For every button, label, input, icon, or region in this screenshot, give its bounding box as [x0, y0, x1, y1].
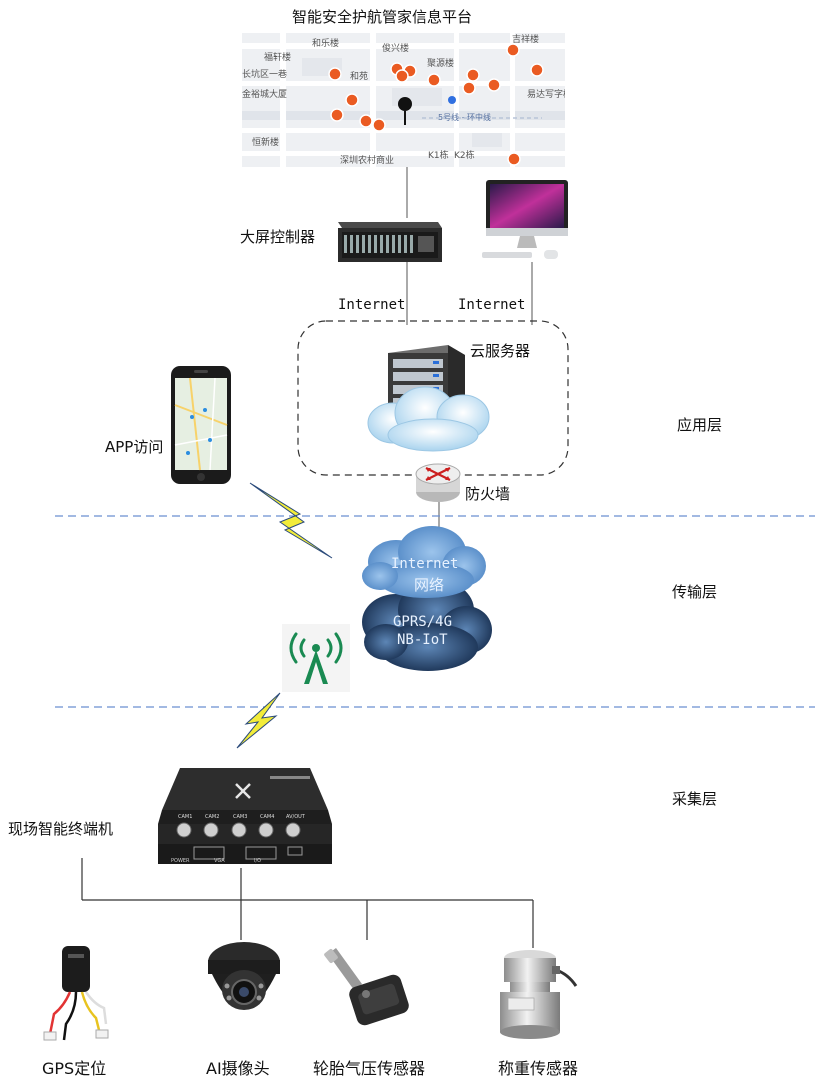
gps-tracker-icon [43, 946, 109, 1041]
terminal-port-label: CAM3 [233, 814, 248, 820]
terminal-port-label: CAM4 [260, 814, 275, 820]
map-label: 5号线 - 环中线 [438, 113, 492, 122]
cloud-server-icon [367, 345, 490, 452]
map-label: 易达写字楼 [527, 90, 565, 100]
terminal-bottom-label: POWER [171, 858, 190, 864]
cloud-server-label: 云服务器 [470, 342, 531, 360]
map-markers [328, 43, 544, 166]
map-label: 福轩楼 [264, 53, 292, 63]
map-panel: 和乐楼 俊兴楼 吉祥楼 福轩楼 聚源楼 长坑区一巷 和苑 金裕城大厦 易达写字楼… [242, 33, 565, 167]
gprs-line2: NB-IoT [397, 632, 448, 648]
tire-pressure-sensor-icon [324, 948, 409, 1026]
map-label: K2栋 [454, 151, 475, 161]
firewall-label: 防火墙 [465, 485, 511, 503]
layer-transport-label: 传输层 [672, 583, 718, 601]
internet-label-left: Internet [338, 297, 406, 313]
map-label: 深圳农村商业 [340, 156, 395, 166]
sensor-label-tire-pressure: 轮胎气压传感器 [313, 1059, 426, 1078]
map-label: 长坑区一巷 [242, 70, 288, 80]
app-access-label: APP访问 [105, 438, 164, 456]
terminal-device-icon [158, 768, 332, 864]
map-label: 和苑 [350, 72, 369, 82]
sensor-label-weight: 称重传感器 [498, 1059, 579, 1078]
map-label: 聚源楼 [427, 59, 455, 69]
internet-label-right: Internet [458, 297, 526, 313]
monitor-icon [482, 180, 568, 259]
sensor-label-gps: GPS定位 [42, 1059, 107, 1078]
screen-controller-icon [338, 222, 442, 262]
smartphone-icon [171, 366, 231, 484]
firewall-icon [415, 463, 461, 502]
sensor-label-ai-camera: AI摄像头 [206, 1059, 270, 1078]
platform-title: 智能安全护航管家信息平台 [292, 8, 473, 26]
ai-camera-icon [208, 942, 280, 1010]
internet-network-line1: Internet [391, 556, 459, 572]
terminal-port-label: CAM1 [178, 814, 193, 820]
map-label: K1栋 [428, 151, 449, 161]
map-label: 俊兴楼 [382, 44, 410, 54]
map-label: 和乐楼 [312, 39, 340, 49]
internet-network-line2: 网络 [414, 576, 445, 594]
weight-sensor-icon [500, 950, 578, 1039]
gprs-line1: GPRS/4G [393, 614, 453, 630]
map-label: 恒新楼 [252, 138, 280, 148]
terminal-label: 现场智能终端机 [8, 820, 114, 838]
terminal-port-label: AV/OUT [286, 814, 305, 820]
terminal-bottom-label: VGA [214, 858, 225, 864]
terminal-bottom-label: I/O [254, 858, 262, 864]
map-graphic [242, 33, 565, 167]
map-label: 金裕城大厦 [242, 90, 288, 100]
terminal-port-label: CAM2 [205, 814, 220, 820]
screen-controller-label: 大屏控制器 [240, 228, 316, 246]
signal-tower-icon [282, 624, 350, 692]
layer-collection-label: 采集层 [672, 790, 718, 808]
layer-application-label: 应用层 [677, 416, 723, 434]
network-clouds-icon [362, 526, 492, 671]
map-label: 吉祥楼 [512, 35, 540, 45]
